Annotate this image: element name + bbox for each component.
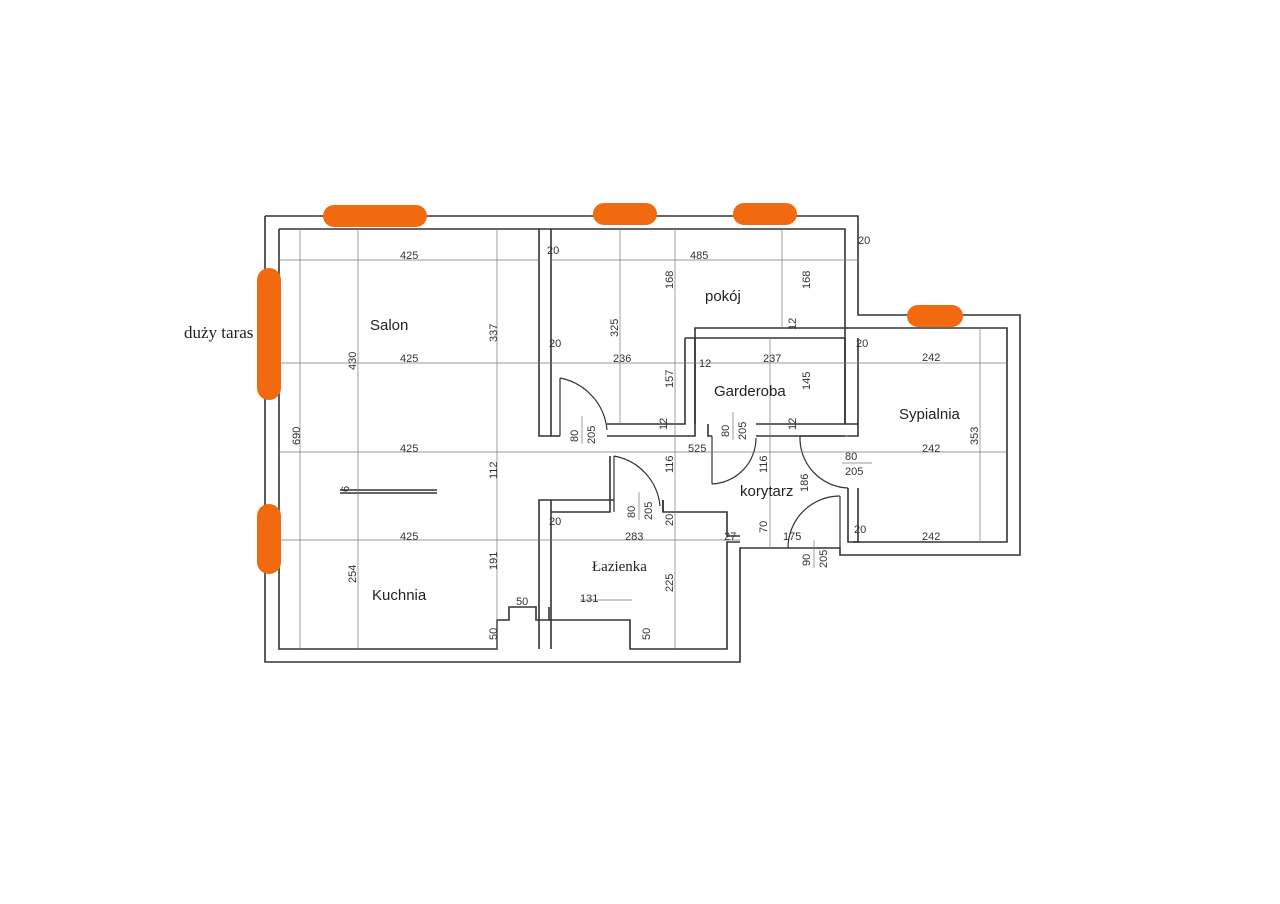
dim-label: 337 — [488, 324, 500, 342]
dim-label: 690 — [291, 427, 303, 445]
window-kuchnia-side — [257, 504, 281, 574]
dim-label: 525 — [688, 443, 706, 455]
room-label-pokoj: pokój — [705, 288, 741, 305]
interior-walls — [340, 229, 859, 649]
dim-label: 353 — [969, 427, 981, 445]
doors — [559, 377, 849, 549]
dim-label: 425 — [400, 353, 418, 365]
dim-label: 116 — [758, 455, 770, 473]
door-height-label: 205 — [737, 422, 749, 440]
dim-label: 283 — [625, 531, 643, 543]
room-label-sypialnia: Sypialnia — [899, 406, 961, 423]
dim-label: 50 — [516, 596, 528, 608]
terrace-label: duży taras — [184, 323, 253, 342]
dim-label: 112 — [488, 461, 500, 479]
dim-label: 237 — [763, 353, 781, 365]
window-sypialnia — [907, 305, 963, 327]
dim-label: 27 — [724, 531, 736, 543]
door-width-label: 80 — [569, 430, 581, 442]
dim-label: 20 — [549, 516, 561, 528]
room-label-salon: Salon — [370, 317, 408, 334]
window-salon-top — [323, 205, 427, 227]
dim-label: 20 — [856, 338, 868, 350]
dim-label: 242 — [922, 443, 940, 455]
dimension-lines — [279, 229, 1007, 649]
door-garderoba — [711, 436, 757, 485]
door-width-label: 80 — [720, 425, 732, 437]
dim-label: 6 — [340, 486, 352, 492]
door-size-labels: 80 205 80 205 80 205 80 205 90 205 — [569, 412, 872, 568]
dim-label: 225 — [664, 574, 676, 592]
door-width-label: 80 — [845, 451, 857, 463]
door-width-label: 80 — [626, 506, 638, 518]
vertical-dimension-labels: 690 430 254 6 337 112 191 50 325 168 157… — [291, 271, 981, 640]
door-height-label: 205 — [845, 466, 863, 478]
dim-label: 20 — [664, 514, 676, 526]
room-label-lazienka: Łazienka — [592, 559, 647, 575]
dim-label: 175 — [783, 531, 801, 543]
door-height-label: 205 — [643, 502, 655, 520]
dim-label: 236 — [613, 353, 631, 365]
dim-label: 50 — [488, 628, 500, 640]
dim-label: 191 — [488, 552, 500, 570]
dim-label: 50 — [641, 628, 653, 640]
dim-label: 242 — [922, 352, 940, 364]
dim-label: 20 — [854, 524, 866, 536]
dim-label: 131 — [580, 593, 598, 605]
dim-label: 20 — [549, 338, 561, 350]
dim-label: 12 — [658, 418, 670, 430]
dim-label: 168 — [801, 271, 813, 289]
dim-label: 186 — [799, 474, 811, 492]
door-lazienka — [613, 455, 661, 512]
door-width-label: 90 — [801, 554, 813, 566]
dim-label: 425 — [400, 250, 418, 262]
window-pokoj-1 — [593, 203, 657, 225]
dim-label: 12 — [699, 358, 711, 370]
dimension-labels: 425 425 425 425 485 20 20 20 236 12 237 … — [400, 235, 940, 608]
dim-label: 145 — [801, 372, 813, 390]
door-height-label: 205 — [586, 426, 598, 444]
door-sypialnia — [799, 435, 849, 489]
room-label-kuchnia: Kuchnia — [372, 587, 427, 604]
dim-label: 20 — [858, 235, 870, 247]
dim-label: 70 — [758, 521, 770, 533]
dim-label: 425 — [400, 531, 418, 543]
door-height-label: 205 — [818, 550, 830, 568]
dim-label: 157 — [664, 370, 676, 388]
door-entrance — [787, 495, 841, 549]
dim-label: 168 — [664, 271, 676, 289]
dim-label: 12 — [787, 418, 799, 430]
window-salon-side — [257, 268, 281, 400]
window-pokoj-2 — [733, 203, 797, 225]
room-label-korytarz: korytarz — [740, 483, 793, 500]
dim-label: 485 — [690, 250, 708, 262]
dim-label: 242 — [922, 531, 940, 543]
dim-label: 325 — [609, 319, 621, 337]
door-pokoj — [559, 377, 608, 436]
outer-walls — [264, 215, 1021, 663]
dim-label: 116 — [664, 455, 676, 473]
dim-label: 430 — [347, 352, 359, 370]
dim-label: 254 — [347, 565, 359, 583]
dim-label: 12 — [787, 318, 799, 330]
dim-label: 20 — [547, 245, 559, 257]
room-labels: Salon pokój Garderoba Sypialnia korytarz… — [370, 288, 961, 604]
window-markers — [257, 203, 963, 574]
dim-label: 425 — [400, 443, 418, 455]
room-label-garderoba: Garderoba — [714, 383, 786, 400]
